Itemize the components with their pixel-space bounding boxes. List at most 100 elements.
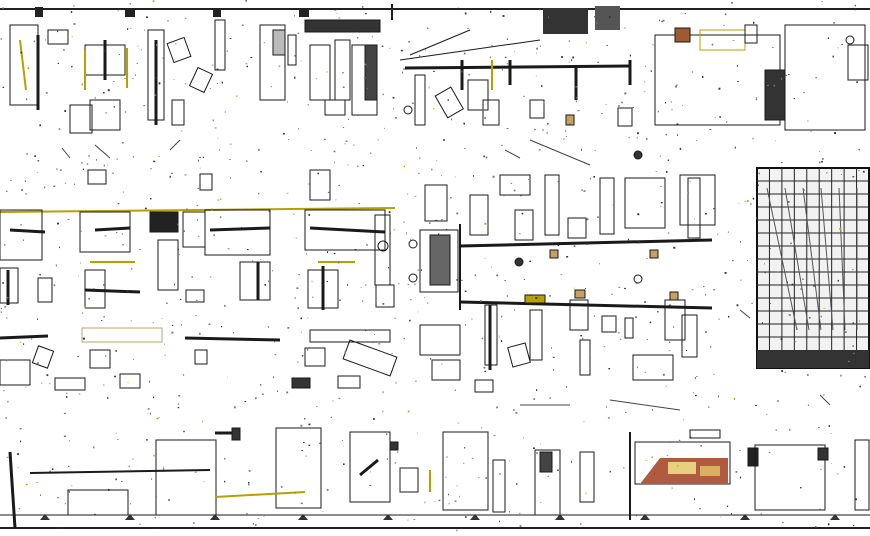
scan-point [581,148,582,151]
scan-point [464,290,467,292]
scan-point [80,162,83,164]
scan-point [217,199,220,201]
scan-point [241,226,242,228]
scan-point [270,86,272,88]
conveyor-top-center [399,29,633,127]
scan-point [705,294,706,296]
bottom-wall-posts [40,514,840,520]
scan-point [166,302,168,304]
scan-point [304,418,306,420]
scan-point [139,249,141,250]
scan-point [252,523,255,525]
scan-point [44,186,46,189]
scan-point [769,303,772,304]
scan-point [582,337,584,340]
workstations-left-row2 [0,239,395,310]
scan-point [433,70,435,72]
scan-point [660,202,663,204]
scan-point [177,403,180,405]
scan-point [856,81,858,83]
scan-point [484,370,487,373]
scan-point [262,393,264,395]
scan-point [113,106,115,108]
scan-point [258,192,260,195]
scan-point [758,172,760,175]
scan-point [317,172,319,175]
scan-point [755,405,758,406]
scan-point [635,316,637,319]
scan-point [755,98,758,101]
scan-point [456,529,458,532]
scan-point [410,239,411,241]
scan-point [547,475,549,477]
rack-brace [766,187,798,331]
scan-point [485,156,488,159]
scan-point [154,94,157,96]
scan-point [768,452,771,454]
scan-point [338,184,340,186]
scan-point [252,260,254,262]
scan-point [662,19,665,22]
scan-point [854,8,856,11]
scan-point [174,283,175,286]
scan-point [628,137,630,139]
scan-point [248,482,250,484]
scan-point [114,375,116,378]
scan-point [170,172,173,174]
scan-point [751,302,753,304]
scan-point [294,55,296,57]
scan-point [365,329,367,332]
scan-point [360,287,362,288]
scan-point [523,95,525,97]
scan-point [418,172,420,175]
scan-point [738,203,740,204]
scan-point [103,316,105,318]
scan-point [122,142,124,144]
scan-point [607,417,610,419]
scan-point [752,137,754,140]
scan-point [0,311,2,313]
rack-brace [784,187,810,331]
scan-point [732,40,735,41]
scan-point [7,296,9,299]
scan-point [731,512,732,515]
scan-point [577,110,580,112]
rack-brace [802,187,822,331]
scan-point [191,276,193,278]
scan-point [675,85,677,88]
scan-point [830,433,832,434]
scan-point [183,430,185,433]
scan-point [428,86,430,89]
scan-point [334,161,335,164]
scan-point [605,104,607,106]
scan-point [473,175,474,177]
scan-point [534,129,536,131]
scan-point [627,238,630,241]
scan-point [388,211,391,214]
scan-point [326,71,328,73]
scan-point [2,86,5,88]
scan-point [565,136,567,137]
scan-point [59,169,62,171]
scan-point [673,326,675,328]
scan-point [821,1,823,2]
scan-point [150,168,152,170]
scan-point [571,59,573,61]
scan-point [217,137,219,139]
scan-point [803,92,805,94]
scan-point [373,418,375,420]
scan-point [624,287,626,290]
scan-point [6,317,8,319]
scan-point [717,395,719,398]
scan-point [819,151,821,153]
scan-point [601,113,603,115]
middle-band [0,139,831,411]
scan-point [144,29,145,31]
scan-point [55,264,57,267]
scan-point [63,49,65,51]
scan-point [468,74,471,76]
scan-point [826,172,828,174]
scan-point [502,15,505,17]
scan-point [306,253,307,255]
